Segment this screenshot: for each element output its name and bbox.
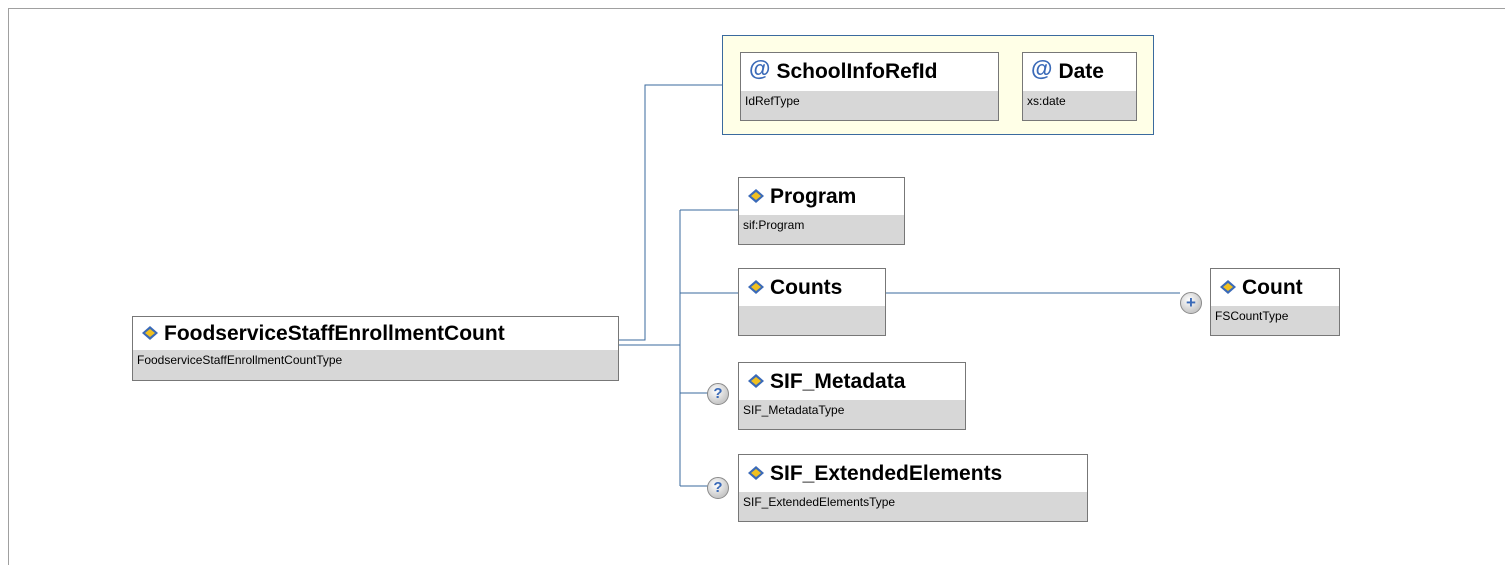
element-sif-extendedelements-name: SIF_ExtendedElements [770,462,1003,485]
element-sif-metadata-type: SIF_MetadataType [743,403,845,417]
element-count-type: FSCountType [1215,309,1289,323]
root-element-name: FoodserviceStaffEnrollmentCount [164,322,505,345]
attribute-date-box[interactable]: @Date xs:date [1022,52,1137,121]
diagram-frame [8,8,1505,565]
element-program-header: Program [739,178,904,215]
at-icon: @ [749,56,771,81]
element-counts-name: Counts [770,276,843,299]
element-icon [748,189,764,203]
root-element-header: FoodserviceStaffEnrollmentCount [133,317,618,350]
element-counts-type [739,306,885,308]
element-icon [1220,280,1236,294]
element-program-type: sif:Program [743,218,805,232]
attribute-schoolinforefid-box[interactable]: @SchoolInfoRefId IdRefType [740,52,999,121]
root-to-attributes-line [618,84,722,341]
element-count-box[interactable]: Count FSCountType [1210,268,1340,336]
plus-icon: + [1180,292,1202,314]
element-sif-extendedelements-box[interactable]: SIF_ExtendedElements SIF_ExtendedElement… [738,454,1088,522]
element-program-box[interactable]: Program sif:Program [738,177,905,245]
element-icon [142,326,158,340]
root-element-type: FoodserviceStaffEnrollmentCountType [137,353,343,367]
at-icon: @ [1031,56,1053,81]
question-icon: ? [707,383,729,405]
element-count-name: Count [1242,276,1303,299]
element-sif-metadata-name: SIF_Metadata [770,370,906,393]
attribute-date-header: @Date [1023,53,1136,91]
element-sif-extendedelements-type: SIF_ExtendedElementsType [743,495,896,509]
attribute-schoolinforefid-type: IdRefType [745,94,800,108]
element-counts-header: Counts [739,269,885,306]
element-sif-metadata-header: SIF_Metadata [739,363,965,400]
question-icon: ? [707,477,729,499]
attribute-date-type: xs:date [1027,94,1066,108]
element-icon [748,466,764,480]
element-count-header: Count [1211,269,1339,306]
element-counts-box[interactable]: Counts [738,268,886,336]
attribute-schoolinforefid-name: SchoolInfoRefId [776,60,938,83]
element-icon [748,280,764,294]
element-sif-metadata-box[interactable]: SIF_Metadata SIF_MetadataType [738,362,966,430]
element-sif-extendedelements-header: SIF_ExtendedElements [739,455,1087,492]
attribute-date-name: Date [1058,60,1104,83]
element-icon [748,374,764,388]
attribute-schoolinforefid-header: @SchoolInfoRefId [741,53,998,91]
root-element-box[interactable]: FoodserviceStaffEnrollmentCount Foodserv… [132,316,619,381]
element-program-name: Program [770,185,857,208]
